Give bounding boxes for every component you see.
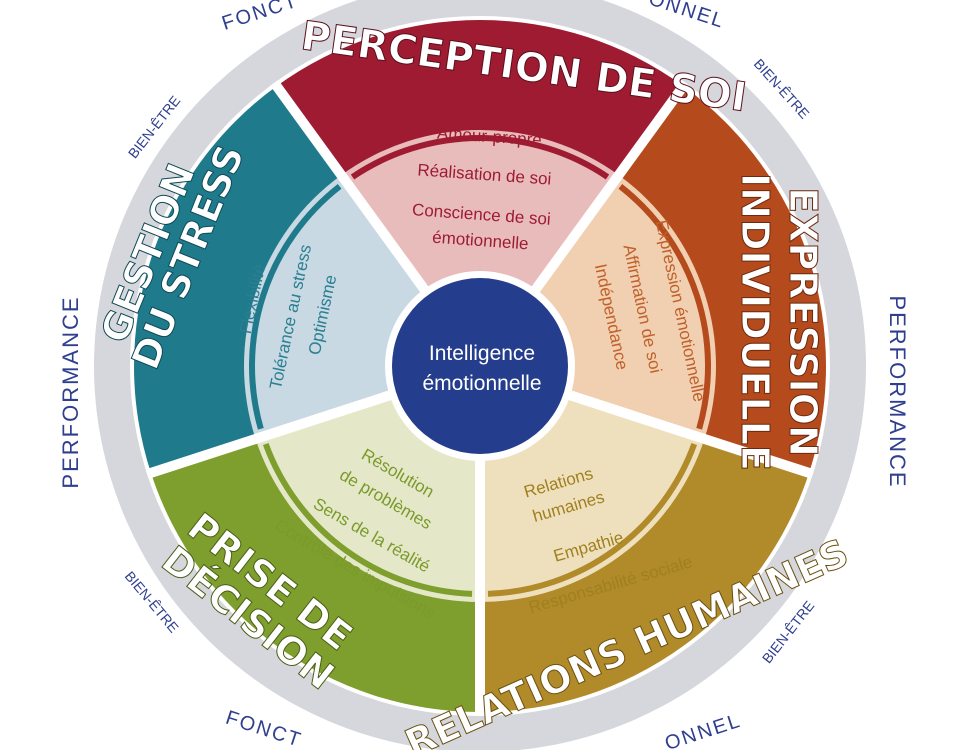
inner-rim-perception: [350, 135, 610, 180]
ring-label-fonctionnel-bottom-left: FONCT: [223, 707, 305, 750]
wedge-dividers: [145, 79, 815, 716]
ring-label-fonctionnel-top-left: FONCT: [219, 0, 301, 35]
title-expression-line1: EXPRESSION: [781, 187, 825, 457]
inner-rim-decision: [262, 442, 473, 597]
center-circle-fill: [392, 278, 568, 454]
ring-label-fonctionnel-bottom-right: ONNEL: [662, 710, 744, 750]
inner-rim-stress: [249, 183, 342, 430]
inner-rim-expression: [618, 183, 711, 430]
inner-wedge-perception: [341, 130, 619, 292]
ring-label-performance-left: PERFORMANCE: [58, 295, 83, 488]
subscale-wedges: [244, 130, 716, 602]
ring-label-performance-right: PERFORMANCE: [885, 295, 910, 488]
divider-0: [270, 79, 430, 295]
band-relations: [480, 437, 810, 712]
inner-wedge-relations: [480, 394, 705, 602]
center-label-line2: émotionnelle: [422, 372, 541, 395]
band-perception: [276, 20, 684, 180]
divider-4: [145, 389, 395, 479]
band-stress: [134, 86, 345, 473]
band-expression: [615, 86, 826, 473]
divider-1: [530, 79, 690, 295]
inner-rim-relations: [487, 442, 698, 597]
inner-wedge-decision: [255, 394, 480, 602]
title-expression-line2: INDIVIDUELLE: [733, 173, 777, 471]
title-expression: EXPRESSION INDIVIDUELLE: [733, 173, 826, 472]
composite-bands: [134, 20, 826, 712]
divider-2: [565, 389, 815, 479]
band-decision: [150, 437, 480, 712]
center-label-line1: Intelligence: [429, 342, 535, 365]
